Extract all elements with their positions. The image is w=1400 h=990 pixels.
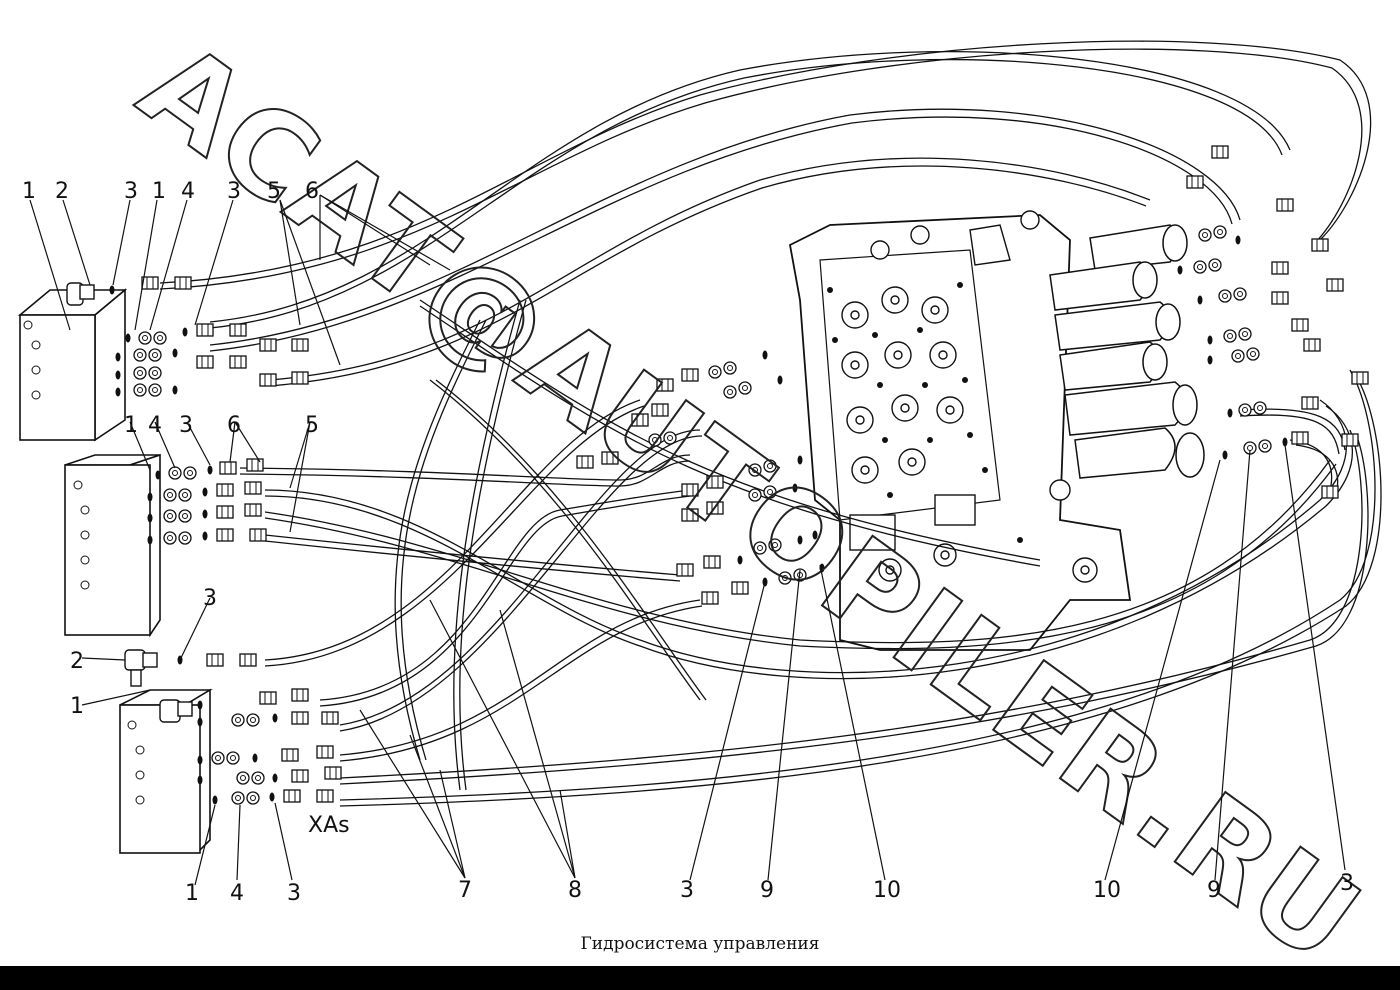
callout-9: 9 — [760, 878, 774, 903]
leader-lines — [29, 194, 1346, 886]
elbow-fitting-middle — [124, 649, 158, 687]
callout-6: 6 — [227, 413, 241, 438]
callout-3: 3 — [227, 179, 241, 204]
fittings-valve-right — [1177, 145, 1369, 499]
port-label-xas: XAs — [308, 813, 350, 838]
callout-1: 1 — [152, 179, 166, 204]
callout-4: 4 — [181, 179, 195, 204]
callout-8: 8 — [568, 878, 582, 903]
callout-1: 1 — [22, 179, 36, 204]
control-valve-block — [788, 210, 1132, 651]
callout-9: 9 — [1207, 878, 1221, 903]
callout-labels: 1 2 3 1 4 3 5 6 1 4 3 6 5 3 2 1 1 4 3 7 … — [22, 179, 1354, 906]
left-block-bottom — [119, 688, 213, 854]
elbow-fitting-bottom — [159, 699, 193, 723]
callout-10: 10 — [1093, 878, 1121, 903]
bottom-bar — [0, 966, 1400, 990]
left-block-middle — [64, 453, 161, 638]
callout-4: 4 — [230, 881, 244, 906]
callout-3: 3 — [1340, 871, 1354, 896]
callout-1: 1 — [70, 694, 84, 719]
left-block-top — [17, 288, 128, 442]
callout-5: 5 — [305, 413, 319, 438]
callout-6: 6 — [305, 179, 319, 204]
callout-4: 4 — [148, 413, 162, 438]
callout-3: 3 — [124, 179, 138, 204]
fittings-left-middle — [147, 458, 267, 545]
watermark: ACAT@AUTOPILER.RU — [116, 15, 1386, 990]
hose-bundle — [159, 40, 1382, 807]
right-hose-loops — [1239, 408, 1346, 495]
callout-3: 3 — [203, 586, 217, 611]
fittings-left-top — [109, 276, 309, 397]
callout-3: 3 — [680, 878, 694, 903]
callout-2: 2 — [55, 179, 69, 204]
callout-1: 1 — [124, 413, 138, 438]
callout-3: 3 — [287, 881, 301, 906]
callout-3: 3 — [179, 413, 193, 438]
callout-7: 7 — [458, 878, 472, 903]
solenoid-stack — [1049, 224, 1205, 479]
elbow-fitting-top — [66, 282, 95, 306]
callout-5: 5 — [267, 179, 281, 204]
watermark-text: ACAT@AUTOPILER.RU — [117, 16, 1385, 990]
callout-1: 1 — [185, 881, 199, 906]
callout-2: 2 — [70, 649, 84, 674]
callout-10: 10 — [873, 878, 901, 903]
diagram-caption: Гидросистема управления — [580, 934, 820, 954]
